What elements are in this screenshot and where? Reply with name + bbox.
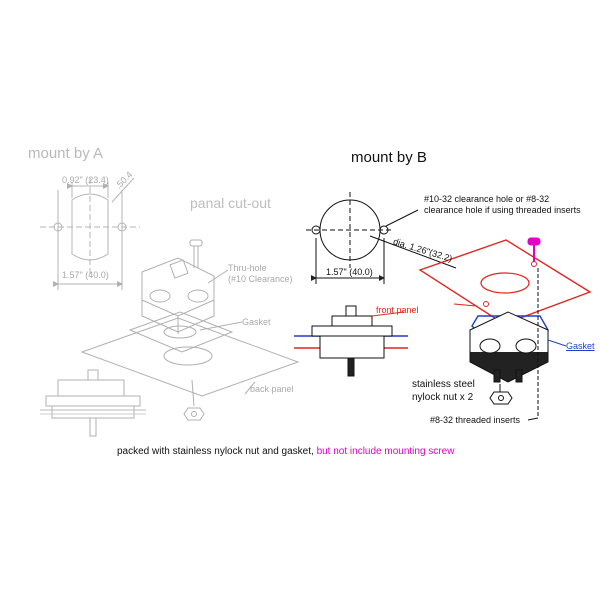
front-panel-leader: [453, 303, 477, 307]
thru-hole-sublabel: (#10 Clearance): [228, 274, 293, 284]
thru-hole-leader: [207, 269, 229, 284]
front-panel-label: front panel: [376, 305, 419, 315]
mount-a-nut-icon: [183, 407, 205, 421]
mount-b-spacing-dim: 1.57" (40.0): [326, 267, 373, 277]
mount-a-assembly: [80, 239, 300, 421]
mount-a-title: mount by A: [28, 145, 104, 162]
inserts-label: #8-32 threaded inserts: [430, 415, 521, 425]
cutout-title: panal cut-out: [190, 195, 271, 211]
packing-note-included: packed with stainless nylock nut and gas…: [117, 446, 314, 457]
nut-label: stainless steel: [412, 379, 475, 390]
mount-b-assembly: [418, 237, 592, 421]
mount-b-switch-body: [469, 311, 549, 383]
mount-a-gasket: [128, 311, 234, 353]
mount-a-width-dim: 0.92" (23.4): [62, 175, 109, 185]
mount-b-left-hole: [311, 225, 321, 235]
nut-sublabel: nylock nut x 2: [412, 392, 474, 403]
gasket-leader: [547, 339, 567, 347]
mount-a-side-view: [40, 369, 146, 437]
mount-b-side-view: [294, 305, 408, 377]
mount-a-cutout-shape: [71, 193, 109, 261]
mount-a-switch-body: [141, 257, 215, 317]
clearance-sublabel: clearance hole if using threaded inserts: [424, 205, 581, 215]
mount-b-nut-icon: [489, 391, 513, 405]
mount-a-screw-icon: [189, 239, 203, 247]
back-panel-label: back panel: [250, 384, 294, 394]
mount-b-gasket-label: Gasket: [566, 341, 595, 351]
clearance-label: #10-32 clearance hole or #8-32: [424, 194, 550, 204]
packing-note-excluded: but not include mounting screw: [316, 446, 455, 457]
mount-a-cutout-drawing: [40, 177, 140, 290]
mounting-screw-icon: [527, 237, 541, 262]
thru-hole-label: Thru-hole: [228, 263, 267, 273]
mount-a-gasket-label: Gasket: [242, 317, 271, 327]
clearance-leader: [385, 209, 419, 227]
mount-a-back-panel: [80, 317, 300, 397]
mount-a-spacing-dim: 1.57" (40.0): [62, 270, 109, 280]
packing-note: packed with stainless nylock nut and gas…: [117, 447, 454, 457]
mount-b-title: mount by B: [351, 149, 427, 166]
